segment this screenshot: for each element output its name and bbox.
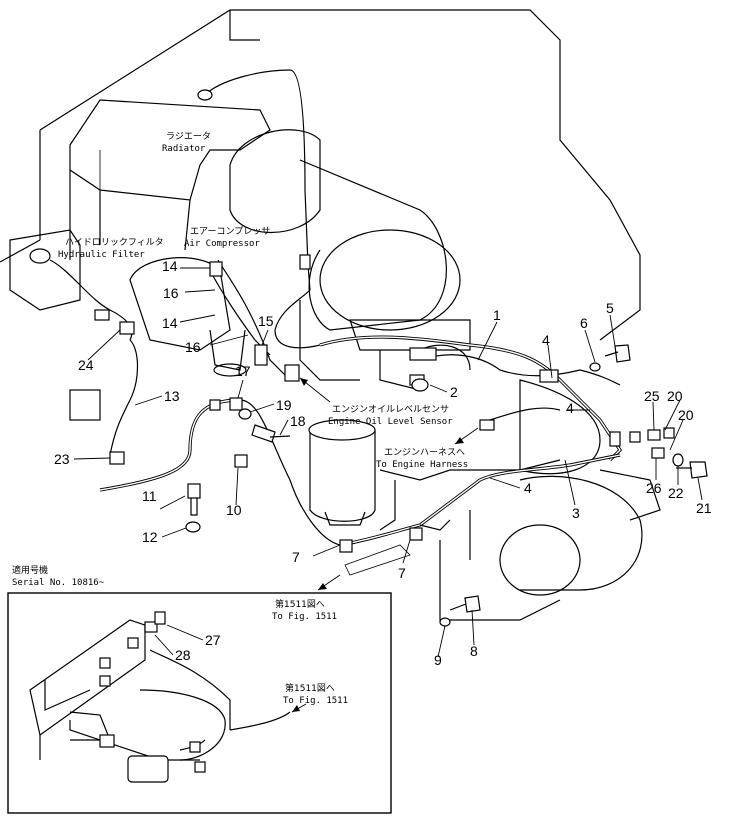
callout-10: 10	[226, 502, 242, 518]
label-oil-sensor-jp: エンジンオイルレベルセンサ	[332, 404, 449, 415]
callout-9: 9	[434, 652, 442, 668]
label-air-compressor-jp: エアーコンプレッサ	[190, 226, 270, 237]
washer-6	[589, 362, 601, 372]
callout-7a: 7	[292, 549, 300, 565]
label-serial: 適用号機 Serial No. 10816~	[12, 564, 105, 588]
inset-label-to-fig-jp: 第1511図へ	[285, 682, 335, 694]
label-hydraulic-filter: ハイドロリックフィルタ Hydraulic Filter	[58, 237, 164, 260]
callout-18: 18	[290, 413, 306, 429]
callout-20b: 20	[678, 407, 694, 423]
label-engine-harness-jp: エンジンハーネスへ	[384, 447, 465, 458]
sensor-wire	[419, 354, 621, 421]
bolt-11	[187, 483, 201, 516]
hydraulic-filter	[9, 229, 81, 311]
oil-filter	[308, 419, 376, 526]
air-cleaner	[229, 129, 471, 381]
label-radiator: ラジエータ Radiator	[162, 131, 211, 154]
washer-19	[238, 408, 252, 420]
callout-4b: 4	[566, 400, 574, 416]
callout-21: 21	[696, 500, 712, 516]
arrow-to-fig	[317, 574, 341, 591]
callout-14a: 14	[162, 258, 178, 274]
arrow-oil-sensor	[299, 377, 331, 403]
callout-5: 5	[606, 300, 614, 316]
callout-1: 1	[493, 307, 501, 323]
label-radiator-jp: ラジエータ	[166, 131, 211, 142]
callout-13: 13	[164, 388, 180, 404]
label-oil-sensor-en: Engine Oil Level Sensor	[328, 417, 453, 427]
clip-2	[411, 378, 429, 392]
washer-22	[672, 453, 684, 467]
callout-2: 2	[450, 384, 458, 400]
arrow-engine-harness	[454, 427, 479, 445]
label-to-fig-jp: 第1511図へ	[275, 598, 325, 610]
callout-4c: 4	[524, 480, 532, 496]
callout-28: 28	[175, 647, 191, 663]
callout-16b: 16	[185, 339, 201, 355]
label-engine-harness: エンジンハーネスへ To Engine Harness	[376, 447, 468, 470]
callout-16a: 16	[163, 285, 179, 301]
engine-block	[379, 344, 661, 621]
callout-19: 19	[276, 397, 292, 413]
label-hydraulic-filter-jp: ハイドロリックフィルタ	[65, 237, 164, 248]
machine-frame	[0, 9, 641, 341]
label-engine-harness-en: To Engine Harness	[376, 460, 468, 470]
label-serial-jp: 適用号機	[12, 564, 48, 576]
label-hydraulic-filter-en: Hydraulic Filter	[58, 250, 145, 260]
callout-26: 26	[646, 480, 662, 496]
callout-6: 6	[580, 315, 588, 331]
callout-15: 15	[258, 313, 274, 329]
callout-24: 24	[78, 357, 94, 373]
callout-20a: 20	[667, 388, 683, 404]
callout-11: 11	[142, 488, 157, 504]
callout-3: 3	[572, 505, 580, 521]
inset-panel: 27 28 第1511図へ To Fig. 1511	[7, 592, 392, 814]
bolt-5	[604, 344, 631, 363]
radiator	[69, 99, 271, 260]
label-air-compressor: エアーコンプレッサ Air Compressor	[184, 226, 270, 249]
air-compressor	[129, 257, 247, 377]
callout-22: 22	[668, 485, 684, 501]
callout-27: 27	[205, 632, 221, 648]
label-serial-en: Serial No. 10816~	[12, 578, 105, 588]
callout-25: 25	[644, 388, 660, 404]
label-air-compressor-en: Air Compressor	[184, 239, 260, 249]
callout-17: 17	[235, 363, 251, 379]
callout-14b: 14	[162, 315, 178, 331]
label-oil-sensor: エンジンオイルレベルセンサ Engine Oil Level Sensor	[328, 404, 453, 427]
inset-label-to-fig-en: To Fig. 1511	[283, 696, 348, 706]
bolt-8	[449, 595, 481, 613]
leader-lines	[73, 267, 703, 658]
fitting-25-26	[647, 427, 675, 459]
washer-9	[439, 617, 451, 627]
callout-numbers: 1 2 3 4 4 4 5 6 7 7 8 9 10 11 12 13 14 1…	[54, 258, 712, 668]
harness-upper	[204, 69, 623, 462]
bolt-21	[676, 461, 708, 479]
connectors	[69, 89, 641, 553]
label-to-fig-en: To Fig. 1511	[272, 612, 337, 622]
callout-4a: 4	[542, 332, 550, 348]
label-radiator-en: Radiator	[162, 144, 206, 154]
callout-7b: 7	[398, 565, 406, 581]
bolt-18	[251, 424, 291, 443]
washer-12	[185, 521, 201, 533]
callout-8: 8	[470, 643, 478, 659]
callout-23: 23	[54, 451, 70, 467]
callout-12: 12	[142, 529, 158, 545]
label-to-fig: 第1511図へ To Fig. 1511	[272, 598, 337, 622]
